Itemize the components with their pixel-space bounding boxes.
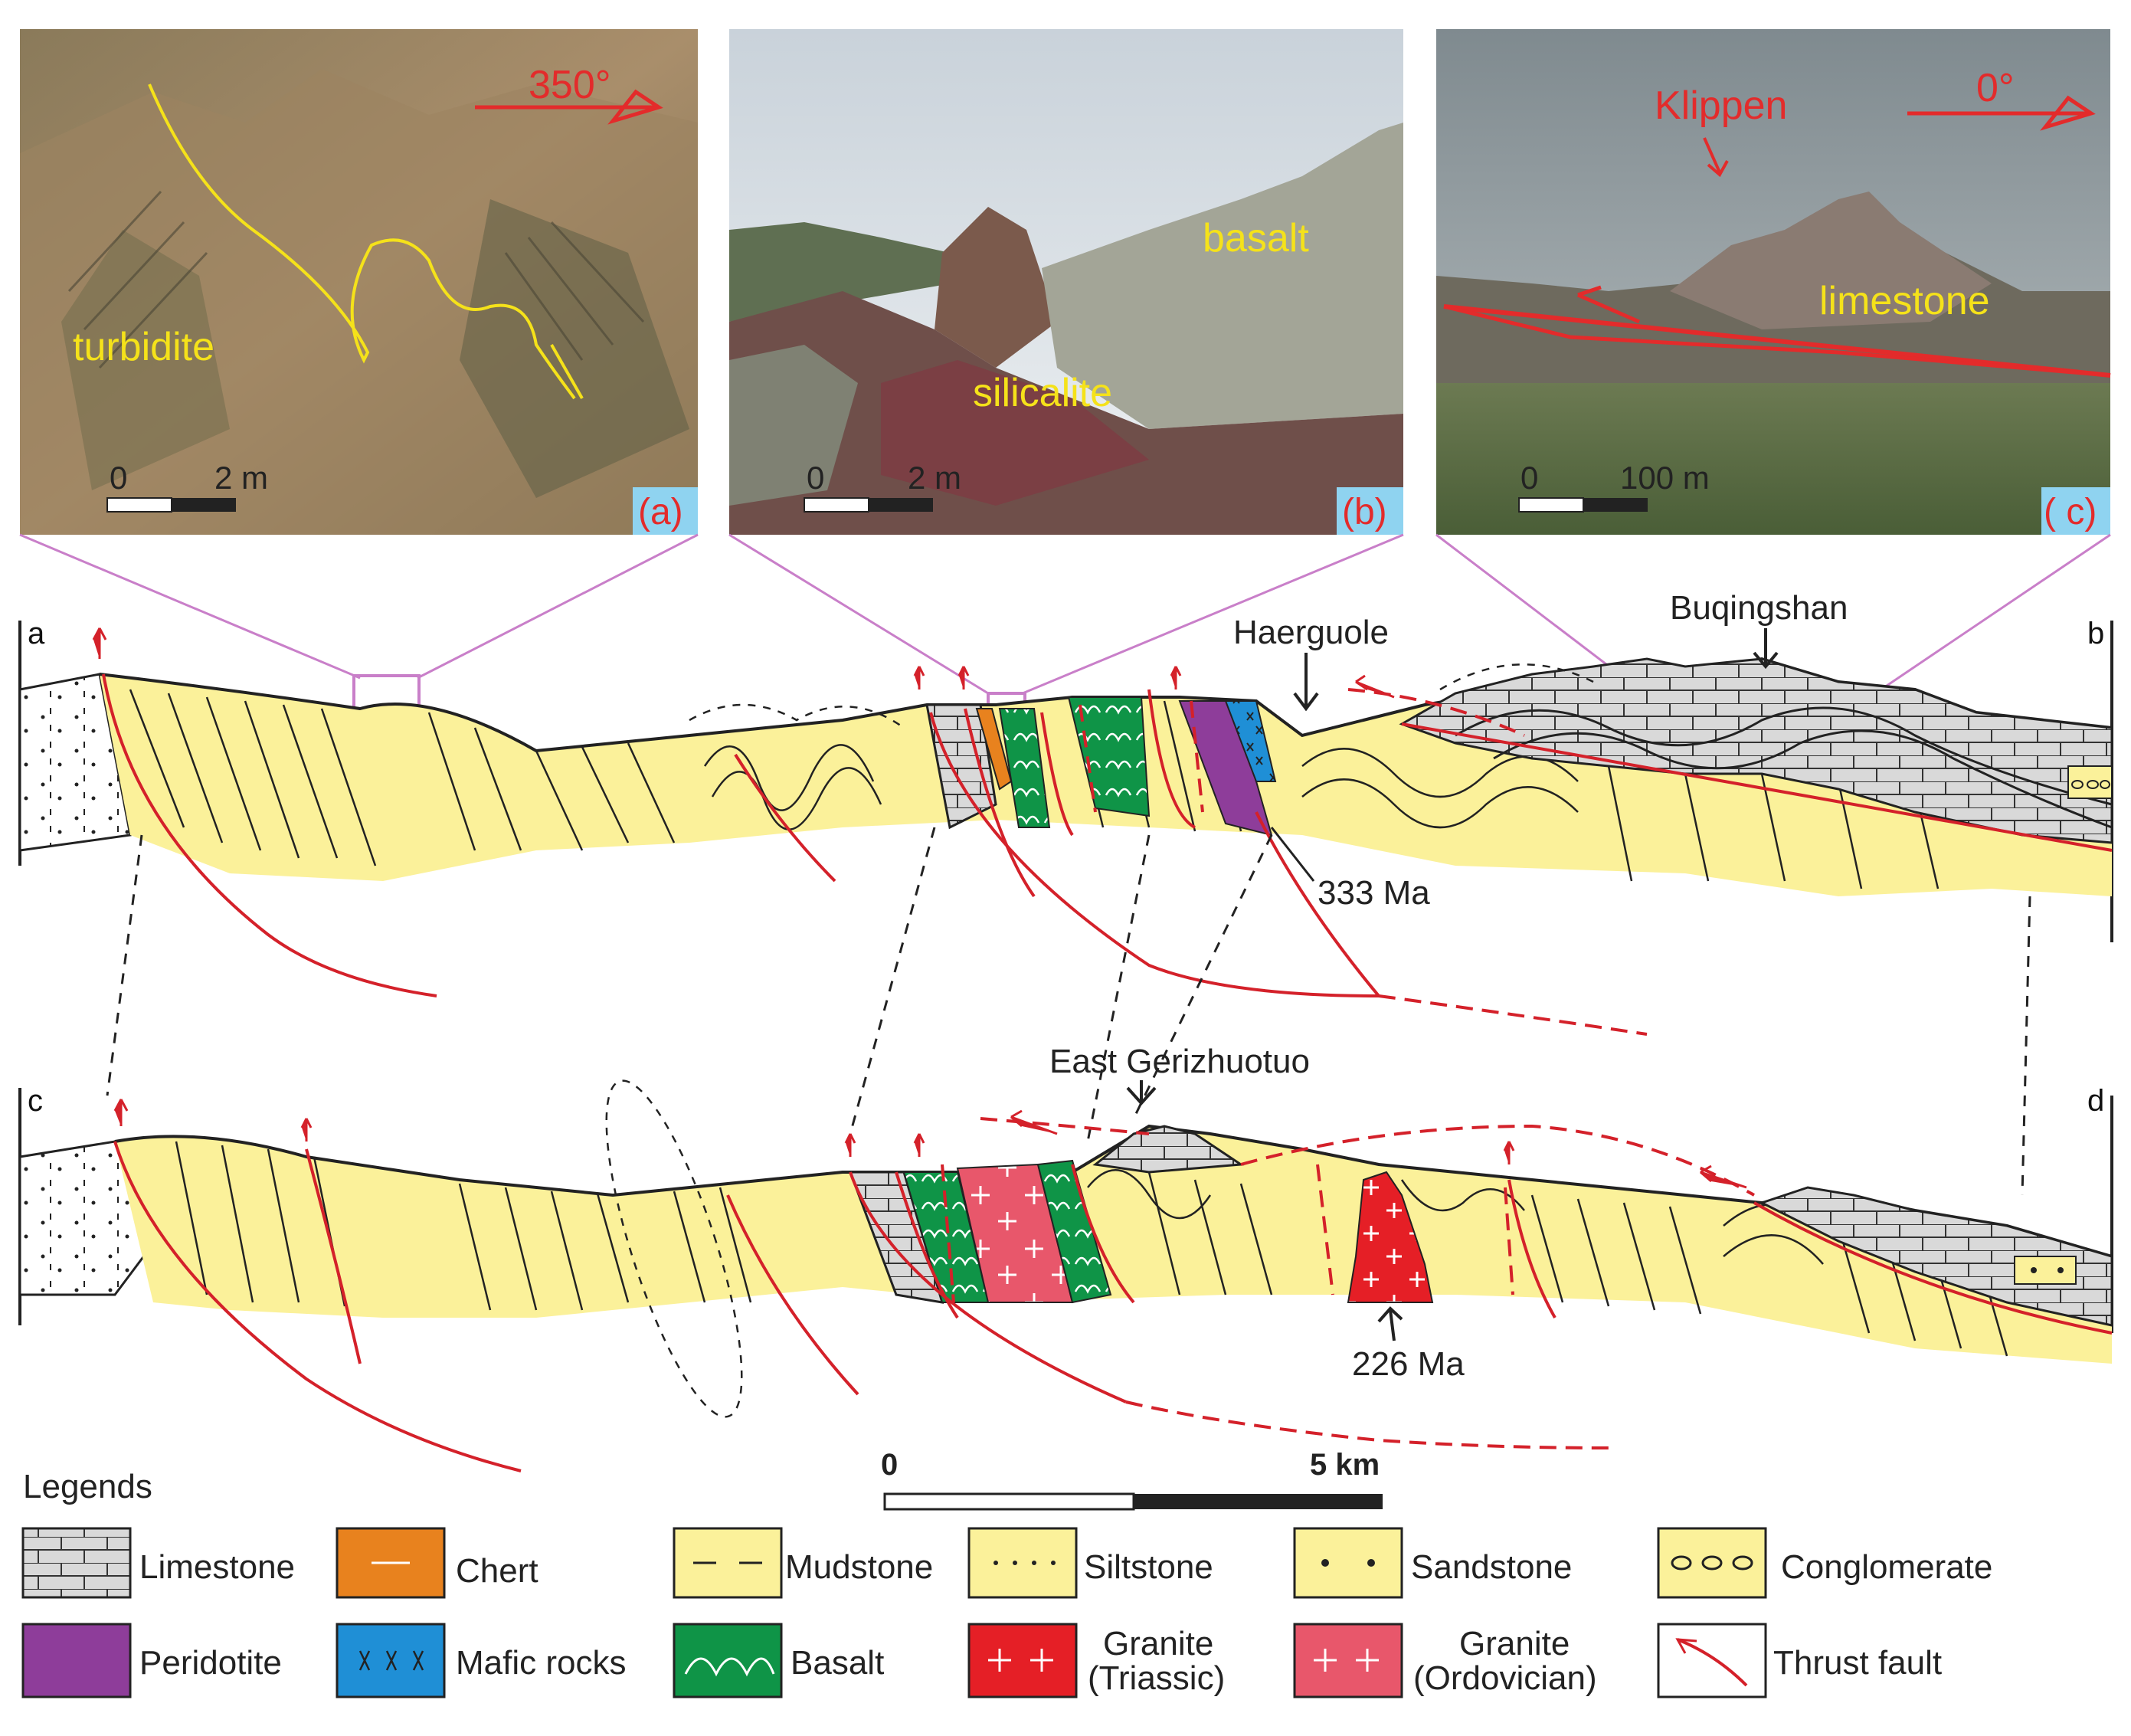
photo-b-scale-black [869,498,933,512]
photo-c-scale-black [1583,498,1648,512]
east-gerizhuotuo-label: East Gerizhuotuo [1049,1043,1310,1080]
photo-c-limestone-label: limestone [1819,279,1990,323]
legend-label-basalt: Basalt [791,1644,884,1682]
scale-bar-white-segment [883,1492,1135,1511]
photo-a: turbidite 350° 0 2 m (a) [20,29,698,535]
legend-item-chert: Chert [336,1527,538,1599]
legend-label-mafic-rocks: Mafic rocks [456,1644,626,1682]
legend-label-thrust-fault: Thrust fault [1773,1644,1942,1682]
legend-label-sandstone: Sandstone [1411,1548,1572,1586]
legend-label-limestone: Limestone [139,1548,295,1586]
photo-c: Klippen limestone 0° 0 100 m ( c) [1436,29,2111,535]
legend-item-mafic-rocks: Mafic rocks [336,1623,626,1698]
legend-item-granite-ordovician: Granite (Ordovician) [1293,1623,1597,1698]
legend-item-sandstone: Sandstone [1293,1527,1572,1599]
scale-bar: 0 5 km [881,1448,1383,1511]
photo-b-panel-label: (b) [1342,492,1387,532]
legend-item-limestone: Limestone [21,1527,295,1599]
photo-a-scale-black [172,498,236,512]
section-ab-left-label: a [28,617,45,650]
legend-label-chert: Chert [456,1552,538,1590]
age-333-label: 333 Ma [1318,874,1430,912]
legend-swatch-granite-ordovician [1293,1623,1403,1698]
scale-bar-zero: 0 [881,1448,898,1482]
legend-label-granite-triassic-line2: (Triassic) [1088,1659,1225,1697]
section-cd: c d East Gerizhuotuo [18,1043,2113,1472]
legend-label-mudstone: Mudstone [785,1548,933,1586]
photo-a-label-box [633,487,698,535]
photo-c-scale-max: 100 m [1620,460,1710,496]
photo-b: basalt silicalite 0 2 m (b) [729,29,1403,535]
legend-label-granite-triassic-line1: Granite [1103,1625,1213,1662]
legend: Legends Limestone Chert Mudstone Siltsto… [21,1468,1992,1698]
legend-swatch-limestone [21,1527,132,1599]
legend-item-peridotite: Peridotite [21,1623,282,1698]
legend-item-basalt: Basalt [673,1623,884,1698]
legend-label-peridotite: Peridotite [139,1644,282,1682]
east-gerizhuotuo-arrow [1126,1080,1157,1105]
buqingshan-label: Buqingshan [1670,589,1848,627]
photo-b-silicalite-label: silicalite [973,371,1112,415]
legend-item-thrust-fault: Thrust fault [1657,1623,1942,1698]
scale-bar-max: 5 km [1310,1448,1380,1482]
legend-swatch-sandstone [1293,1527,1403,1599]
legend-swatch-peridotite [21,1623,132,1698]
legend-item-mudstone: Mudstone [673,1527,933,1599]
legend-swatch-mudstone [673,1527,783,1599]
legend-swatch-siltstone [967,1527,1078,1599]
fault-ab-1 [102,673,437,997]
photo-b-scale-max: 2 m [908,460,961,496]
photo-c-scale-white [1518,497,1584,513]
photo-c-panel-label: ( c) [2044,492,2097,532]
legend-swatch-conglomerate [1657,1527,1767,1599]
photo-a-panel-label: (a) [638,492,683,532]
thrust-arrow-icon [1675,1638,1697,1654]
legend-label-siltstone: Siltstone [1084,1548,1213,1586]
photo-c-klippen-label: Klippen [1655,84,1787,128]
legend-title: Legends [23,1468,152,1505]
legend-item-siltstone: Siltstone [967,1527,1213,1599]
photo-a-direction: 350° [529,63,611,107]
photo-c-scale-zero: 0 [1521,460,1538,496]
photo-a-scale-zero: 0 [110,460,127,496]
legend-label-conglomerate: Conglomerate [1781,1548,1992,1586]
age-226-arrow [1377,1306,1403,1341]
photo-a-turbidite-label: turbidite [73,325,214,369]
section-ab: a b [18,589,2113,1036]
scale-bar-black-segment [1134,1494,1383,1509]
legend-label-granite-ordovician-line1: Granite [1459,1625,1570,1662]
legend-label-granite-ordovician-line2: (Ordovician) [1413,1659,1597,1697]
photo-b-scale-zero: 0 [807,460,824,496]
buqingshan-arrow [1753,628,1779,670]
photo-b-label-box [1337,487,1403,535]
age-333-leader [1270,827,1315,882]
section-cd-right-label: d [2087,1084,2104,1118]
correlation-lines [106,827,2031,1196]
legend-swatch-granite-triassic [967,1623,1078,1698]
haerguole-label: Haerguole [1233,614,1389,651]
photo-c-label-box [2041,487,2110,535]
age-226-label: 226 Ma [1352,1345,1465,1383]
photo-b-basalt-label: basalt [1203,216,1309,260]
haerguole-arrow [1293,653,1319,712]
photo-b-scale-white [804,497,869,513]
legend-item-granite-triassic: Granite (Triassic) [967,1623,1225,1698]
section-cd-left-label: c [28,1084,43,1118]
legend-item-conglomerate: Conglomerate [1657,1527,1992,1599]
legend-swatch-thrust-fault [1657,1623,1767,1698]
photo-a-scale-max: 2 m [214,460,268,496]
section-ab-right-label: b [2087,617,2104,650]
photo-a-scale-white [106,497,172,513]
photo-c-direction: 0° [1976,66,2015,110]
